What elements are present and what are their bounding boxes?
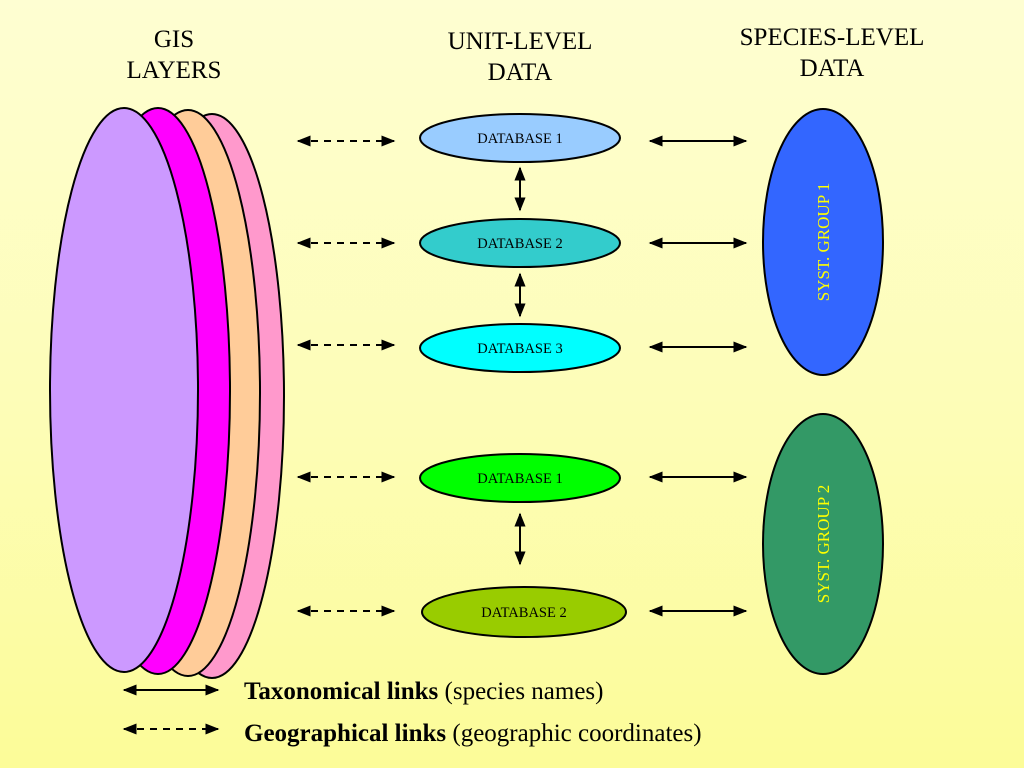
heading-gis-layers: GIS LAYERS: [126, 26, 222, 84]
systematic-group-1: SYST. GROUP 1: [762, 108, 884, 376]
legend-taxonomical-title: Taxonomical links: [244, 678, 439, 705]
systematic-group-label: SYST. GROUP 2: [814, 485, 833, 604]
database-ellipse-g2-1: DATABASE 1: [419, 453, 621, 503]
database-ellipse-g1-2: DATABASE 2: [419, 218, 621, 268]
legend-taxonomical-desc: (species names): [438, 678, 604, 705]
systematic-group-label: SYST. GROUP 1: [814, 183, 833, 302]
heading-species-level-data: SPECIES-LEVEL DATA: [739, 24, 925, 82]
gis-layer-stack: [49, 107, 285, 679]
database-label: DATABASE 1: [477, 471, 562, 487]
database-ellipse-g2-2: DATABASE 2: [421, 586, 627, 638]
legend-geographical-links: Geographical links (geographic coordinat…: [244, 720, 702, 748]
database-ellipse-g1-1: DATABASE 1: [419, 113, 621, 163]
database-label: DATABASE 3: [477, 341, 562, 357]
geographical-links: [296, 135, 396, 617]
systematic-group-2: SYST. GROUP 2: [762, 413, 884, 675]
taxonomical-links: [648, 135, 748, 617]
gis-layer-1: [49, 107, 199, 673]
legend-geographical-desc: (geographic coordinates): [446, 720, 702, 747]
database-ellipse-g1-3: DATABASE 3: [419, 323, 621, 373]
heading-unit-level-data: UNIT-LEVEL DATA: [447, 28, 593, 86]
legend-geographical-title: Geographical links: [244, 720, 447, 747]
database-label: DATABASE 2: [481, 605, 566, 621]
legend-taxonomical-links: Taxonomical links (species names): [244, 678, 604, 706]
database-label: DATABASE 2: [477, 236, 562, 252]
database-label: DATABASE 1: [477, 131, 562, 147]
